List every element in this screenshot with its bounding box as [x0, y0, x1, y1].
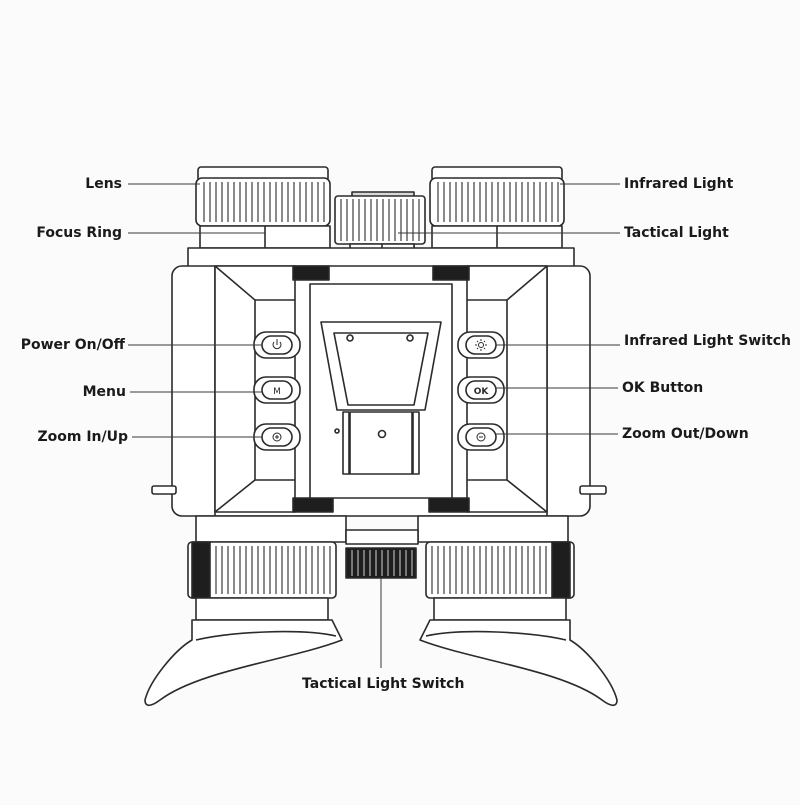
lens-left-knurl [203, 182, 325, 222]
label-infrared-light: Infrared Light [624, 176, 734, 192]
label-focus-ring: Focus Ring [36, 225, 122, 241]
label-tactical-light: Tactical Light [624, 225, 729, 241]
leader-lines [128, 183, 620, 668]
ok-button[interactable] [457, 376, 505, 404]
eyepiece-left [144, 541, 343, 707]
lens-right [429, 166, 565, 249]
zoom-out-icon [476, 432, 486, 442]
label-zoom-out: Zoom Out/Down [622, 426, 749, 442]
label-ok-button: OK Button [622, 380, 704, 396]
lower-body [195, 515, 569, 545]
zoom-out-button[interactable] [457, 423, 505, 451]
infrared-icon [475, 339, 487, 351]
power-button[interactable] [253, 331, 301, 359]
label-tactical-switch: Tactical Light Switch [302, 676, 465, 692]
power-icon [272, 339, 282, 350]
menu-button-glyph: M [273, 387, 281, 397]
zoom-in-icon [272, 432, 282, 442]
tactical-light-switch[interactable] [345, 547, 417, 579]
label-menu: Menu [82, 384, 126, 400]
ok-button-glyph: OK [474, 387, 490, 397]
menu-button[interactable] [253, 376, 301, 404]
label-infrared-switch: Infrared Light Switch [624, 333, 791, 349]
eyepiece-right [419, 541, 618, 707]
zoom-in-button[interactable] [253, 423, 301, 451]
lens-left [195, 166, 331, 249]
label-power: Power On/Off [20, 337, 125, 353]
label-zoom-in: Zoom In/Up [37, 429, 128, 445]
label-lens: Lens [85, 176, 122, 192]
device-body [151, 247, 607, 517]
